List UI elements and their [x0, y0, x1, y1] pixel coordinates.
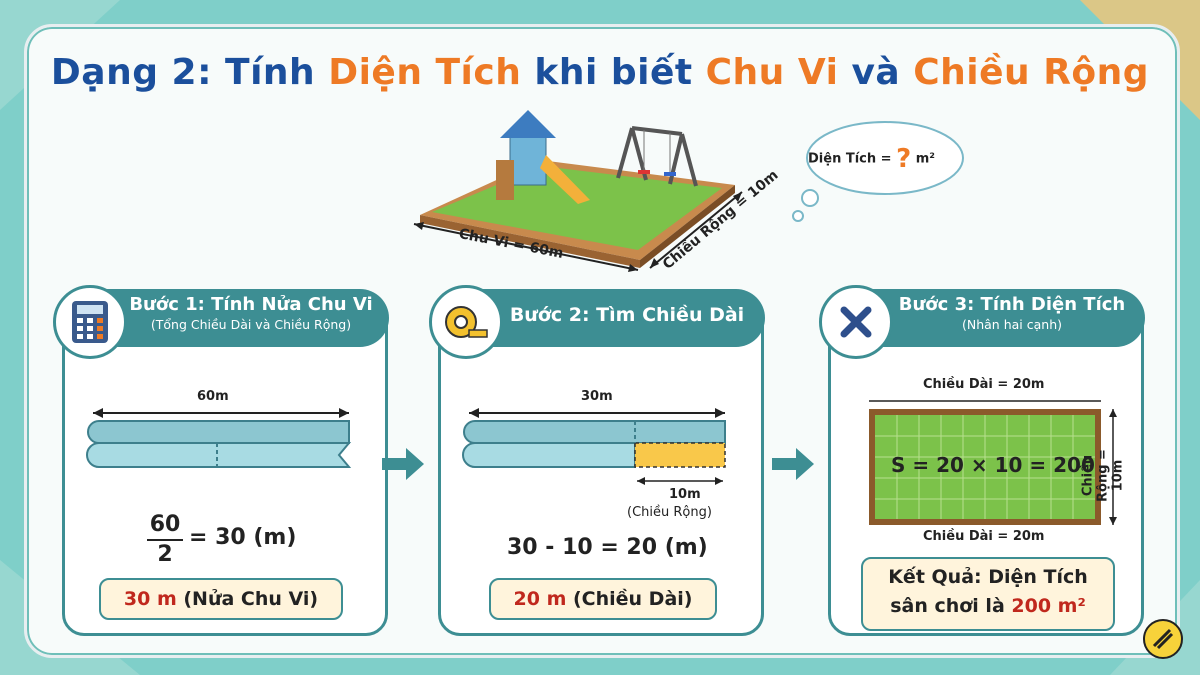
- step-1-title: Bước 1: Tính Nửa Chu Vi: [129, 294, 373, 315]
- result-value: 30 m: [123, 588, 177, 610]
- step-2-result: 20 m (Chiều Dài): [489, 578, 717, 620]
- next-arrow-icon: [382, 448, 424, 480]
- step-2-title: Bước 2: Tìm Chiều Dài: [509, 304, 745, 326]
- unit-label: m²: [915, 151, 935, 167]
- result-line-2: sân chơi là 200 m²: [863, 592, 1113, 621]
- step-1-fraction: 60 2: [147, 511, 183, 569]
- result-prefix: sân chơi là: [890, 595, 1012, 617]
- result-text: (Chiều Dài): [566, 588, 693, 610]
- step-2-width-caption: (Chiều Rộng): [627, 505, 712, 520]
- title-part: và: [838, 52, 914, 93]
- question-mark: ?: [896, 144, 912, 174]
- brand-logo-icon: [1143, 619, 1183, 659]
- fraction-numerator: 60: [147, 511, 183, 541]
- multiply-icon: [819, 285, 893, 359]
- length-width-strip: [462, 408, 726, 485]
- step-1-length-label: 60m: [197, 389, 229, 404]
- step-1-panel: Bước 1: Tính Nửa Chu Vi (Tổng Chiều Dài …: [53, 285, 389, 636]
- step-3-bottom-label: Chiều Dài = 20m: [923, 529, 1045, 544]
- title-part: khi biết: [521, 52, 706, 93]
- step-1-equation: = 30 (m): [189, 525, 297, 550]
- step-3-subtitle: (Nhân hai cạnh): [962, 317, 1062, 332]
- title-highlight-width: Chiều Rộng: [913, 52, 1150, 93]
- step-3-title: Bước 3: Tính Diện Tích: [898, 294, 1126, 315]
- thought-text: Diện Tích = ? m²: [808, 144, 958, 174]
- area-grid: [869, 400, 1117, 525]
- result-value: 20 m: [513, 588, 567, 610]
- fraction-denominator: 2: [157, 542, 173, 567]
- step-3-formula: S = 20 × 10 = 200: [891, 453, 1095, 477]
- half-perimeter-strip: [86, 408, 352, 468]
- next-arrow-icon: [772, 448, 814, 480]
- tape-measure-icon: [429, 285, 503, 359]
- step-2-equation: 30 - 10 = 20 (m): [507, 535, 708, 560]
- title-highlight-perimeter: Chu Vi: [705, 52, 839, 93]
- step-3-panel: Bước 3: Tính Diện Tích (Nhân hai cạnh) C…: [819, 285, 1145, 636]
- step-2-width-label: 10m: [669, 487, 701, 502]
- step-2-length-label: 30m: [581, 389, 613, 404]
- result-line-1: Kết Quả: Diện Tích: [888, 566, 1088, 588]
- step-2-panel: Bước 2: Tìm Chiều Dài 30m 10m (Chiều Rộn…: [429, 285, 765, 636]
- step-1-result: 30 m (Nửa Chu Vi): [99, 578, 343, 620]
- area-label: Diện Tích =: [808, 151, 892, 167]
- title-highlight-area: Diện Tích: [328, 52, 522, 93]
- playground-illustration: [413, 110, 743, 272]
- result-value: 200 m²: [1011, 595, 1086, 617]
- result-text: (Nửa Chu Vi): [176, 588, 319, 610]
- thought-bubble: [792, 121, 964, 222]
- step-1-subtitle: (Tổng Chiều Dài và Chiều Rộng): [150, 317, 352, 332]
- calculator-icon: [53, 285, 127, 359]
- step-3-result: Kết Quả: Diện Tích sân chơi là 200 m²: [861, 557, 1115, 631]
- page-title: Dạng 2: Tính Diện Tích khi biết Chu Vi v…: [0, 52, 1200, 93]
- step-3-top-label: Chiều Dài = 20m: [923, 377, 1045, 392]
- title-part: Dạng 2: Tính: [50, 52, 329, 93]
